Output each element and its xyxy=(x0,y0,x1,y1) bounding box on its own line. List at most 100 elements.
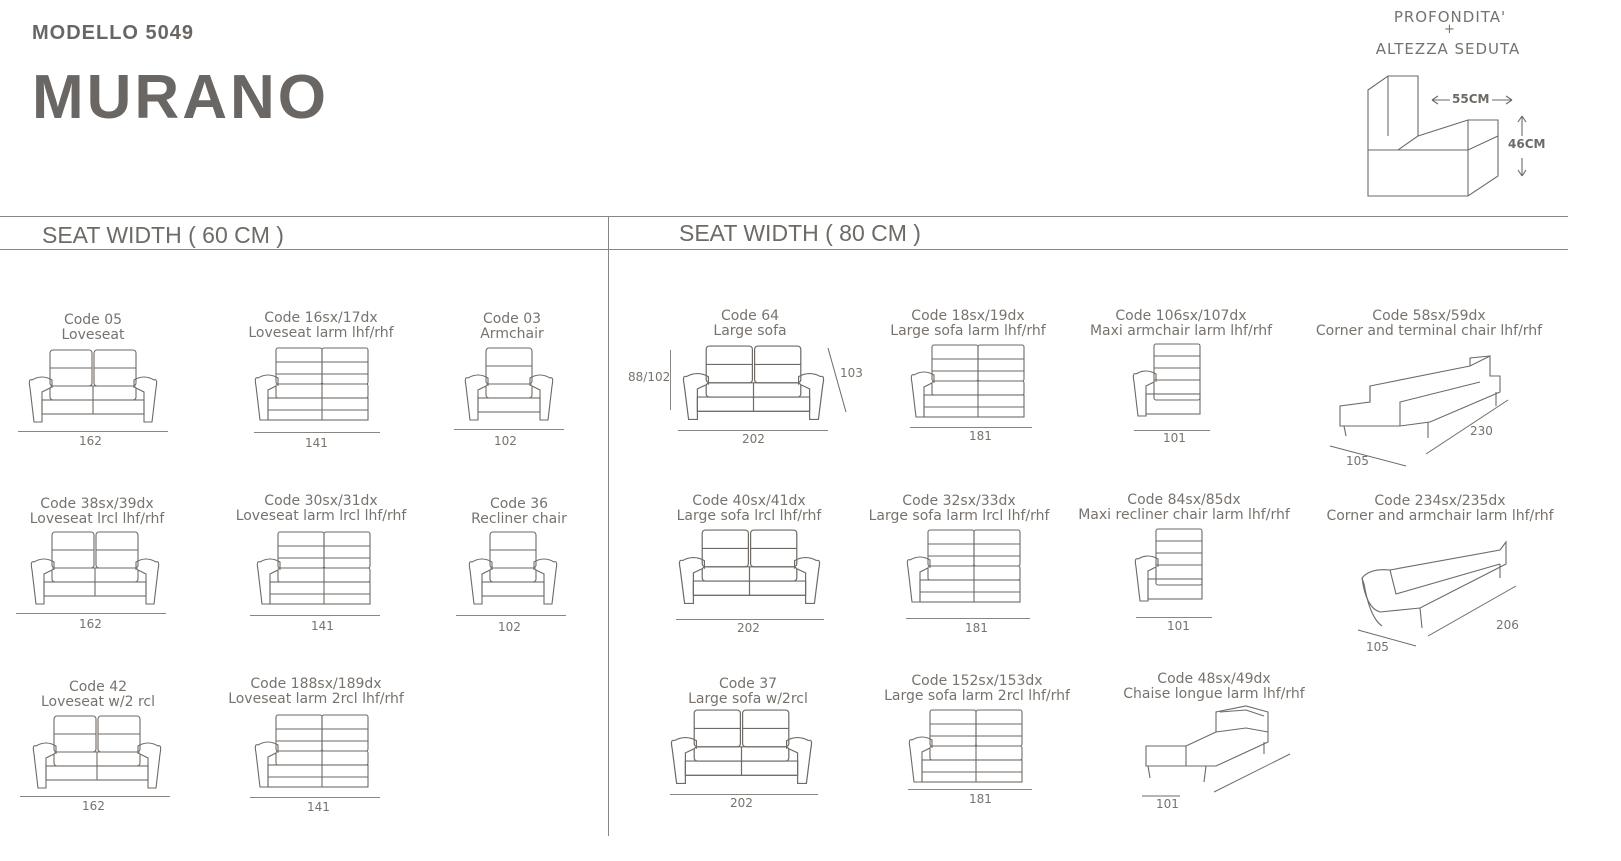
width-rule xyxy=(250,797,380,798)
width-rule xyxy=(910,427,1032,428)
loveseat-icon xyxy=(28,349,158,423)
item-code-64: Code 64 Large sofa xyxy=(700,309,800,339)
width-value: 101 xyxy=(1167,619,1190,633)
width-value: 101 xyxy=(1163,431,1186,445)
width-value: 101 xyxy=(1156,797,1179,811)
width-value: 230 xyxy=(1470,424,1493,438)
width-value: 141 xyxy=(307,800,330,814)
width-rule xyxy=(676,619,824,620)
item-label: Loveseat larm lrcl lhf/rhf xyxy=(235,508,407,524)
height-value: 46CM xyxy=(1508,137,1546,151)
item-label: Large sofa larm lrcl lhf/rhf xyxy=(868,508,1050,524)
width-value: 202 xyxy=(730,796,753,810)
large-sofa-icon xyxy=(682,345,825,421)
width-value: 202 xyxy=(737,621,760,635)
width-value: 162 xyxy=(82,799,105,813)
item-code: Code 188sx/189dx xyxy=(250,676,382,692)
width-rule xyxy=(456,615,566,616)
corner-dimension-rules xyxy=(1357,585,1517,647)
loveseat-larm-icon xyxy=(254,347,369,421)
depth-rule xyxy=(827,347,847,413)
item-code-106sx: Code 106sx/107dx Maxi armchair larm lhf/… xyxy=(1088,309,1274,339)
armchair-icon xyxy=(464,347,554,421)
item-code-05: Code 05 Loveseat xyxy=(28,313,158,343)
item-label: Large sofa xyxy=(713,323,787,339)
item-label: Corner and armchair larm lhf/rhf xyxy=(1326,508,1554,524)
item-code-40sx: Code 40sx/41dx Large sofa lrcl lhf/rhf xyxy=(674,494,824,524)
item-label: Armchair xyxy=(480,326,544,342)
width-rule xyxy=(18,431,168,432)
item-code: Code 152sx/153dx xyxy=(911,673,1043,689)
width-rule xyxy=(250,615,380,616)
maxi-armchair-icon xyxy=(1132,343,1201,417)
item-code-30sx: Code 30sx/31dx Loveseat larm lrcl lhf/rh… xyxy=(226,494,416,524)
height-rule xyxy=(670,350,671,410)
model-number: MODELLO 5049 xyxy=(32,22,195,44)
width-rule xyxy=(906,618,1030,619)
item-label: Loveseat xyxy=(61,327,125,343)
item-label: Maxi armchair larm lhf/rhf xyxy=(1089,323,1273,339)
item-code: Code 84sx/85dx xyxy=(1127,492,1241,508)
item-code: Code 106sx/107dx xyxy=(1115,308,1247,324)
chaise-dimension-rules xyxy=(1142,753,1291,797)
item-code-16sx: Code 16sx/17dx Loveseat larm lhf/rhf xyxy=(236,311,406,341)
item-label: Large sofa lrcl lhf/rhf xyxy=(676,508,822,524)
item-code-188sx: Code 188sx/189dx Loveseat larm 2rcl lhf/… xyxy=(224,677,408,707)
item-code: Code 03 xyxy=(482,311,542,327)
large-sofa-larm-icon xyxy=(910,344,1025,418)
width-value: 102 xyxy=(498,620,521,634)
depth-value: 55CM xyxy=(1452,92,1490,106)
width-value: 181 xyxy=(969,792,992,806)
item-label: Loveseat lrcl lhf/rhf xyxy=(29,511,165,527)
width-value: 181 xyxy=(965,621,988,635)
item-label: Large sofa larm lhf/rhf xyxy=(890,323,1046,339)
item-code-36: Code 36 Recliner chair xyxy=(464,497,574,527)
item-code-32sx: Code 32sx/33dx Large sofa larm lrcl lhf/… xyxy=(862,494,1056,524)
item-code-03: Code 03 Armchair xyxy=(462,312,562,342)
item-code-18sx: Code 18sx/19dx Large sofa larm lhf/rhf xyxy=(882,309,1054,339)
section-divider xyxy=(608,216,609,836)
width-rule xyxy=(16,613,166,614)
depth-diagram-icon xyxy=(1367,75,1527,197)
section-top-rule xyxy=(0,216,1568,217)
depth-value: 105 xyxy=(1366,640,1389,654)
item-code: Code 234sx/235dx xyxy=(1374,493,1506,509)
item-code: Code 58sx/59dx xyxy=(1372,308,1486,324)
width-rule xyxy=(670,794,818,795)
item-code-84sx: Code 84sx/85dx Maxi recliner chair larm … xyxy=(1074,493,1294,523)
item-code: Code 38sx/39dx xyxy=(40,496,154,512)
loveseat-larm-recliner-icon xyxy=(256,531,371,605)
item-label: Corner and terminal chair lhf/rhf xyxy=(1315,323,1543,339)
corner-armchair-icon xyxy=(1361,540,1507,629)
width-value: 141 xyxy=(305,436,328,450)
large-sofa-2rcl-icon xyxy=(670,709,813,785)
width-value: 141 xyxy=(311,619,334,633)
width-rule xyxy=(678,430,828,431)
item-label: Recliner chair xyxy=(471,511,567,527)
item-code-37: Code 37 Large sofa w/2rcl xyxy=(678,677,818,707)
item-code-38sx: Code 38sx/39dx Loveseat lrcl lhf/rhf xyxy=(22,497,172,527)
item-code: Code 48sx/49dx xyxy=(1157,671,1271,687)
item-code: Code 32sx/33dx xyxy=(902,493,1016,509)
item-label: Loveseat larm 2rcl lhf/rhf xyxy=(228,691,404,707)
item-code: Code 30sx/31dx xyxy=(264,493,378,509)
section-title-60: SEAT WIDTH ( 60 CM ) xyxy=(42,222,284,248)
width-rule xyxy=(254,432,380,433)
item-code: Code 37 xyxy=(718,676,778,692)
item-code-48sx: Code 48sx/49dx Chaise longue larm lhf/rh… xyxy=(1114,672,1314,702)
item-code: Code 18sx/19dx xyxy=(911,308,1025,324)
depth-label: PROFONDITA' xyxy=(1393,8,1507,26)
width-value: 206 xyxy=(1496,618,1519,632)
item-label: Chaise longue larm lhf/rhf xyxy=(1123,686,1305,702)
product-name: MURANO xyxy=(32,63,329,132)
item-code-58sx: Code 58sx/59dx Corner and terminal chair… xyxy=(1312,309,1546,339)
item-code: Code 36 xyxy=(489,496,549,512)
item-label: Loveseat larm lhf/rhf xyxy=(248,325,394,341)
item-code: Code 64 xyxy=(720,308,780,324)
width-rule xyxy=(1136,617,1212,618)
width-value: 202 xyxy=(742,432,765,446)
loveseat-recliner-icon xyxy=(30,531,160,605)
recliner-chair-icon xyxy=(468,531,558,605)
width-rule xyxy=(20,796,170,797)
depth-value: 103 xyxy=(840,366,863,380)
